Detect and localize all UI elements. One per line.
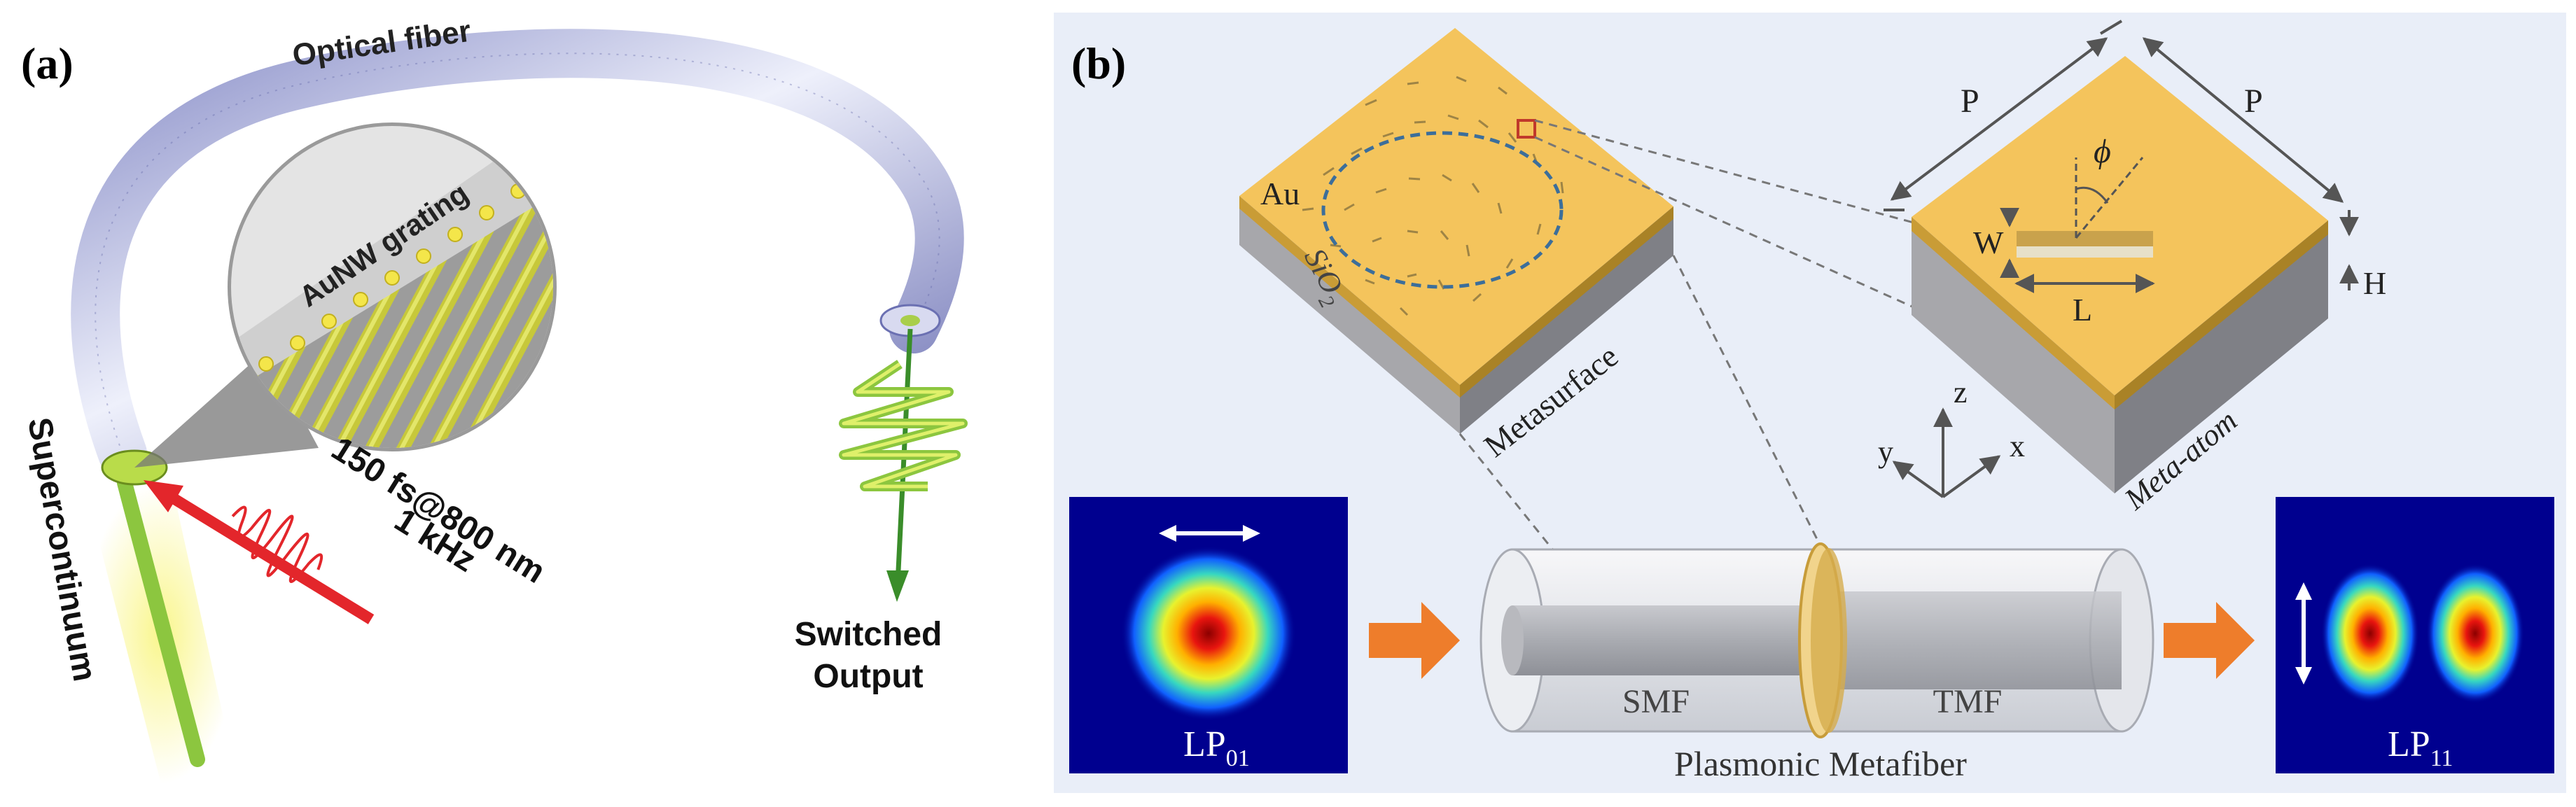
- metafiber-label: Plasmonic Metafiber: [1674, 744, 1967, 783]
- focal-circle: [1321, 131, 1564, 289]
- phi-label: ϕ: [2094, 133, 2111, 170]
- supercontinuum-label: Supercontinuum: [20, 415, 103, 685]
- input-mode-profile: LP01: [1069, 497, 1348, 773]
- smf-core: [1512, 605, 1806, 675]
- unit-cell-marker: [1517, 119, 1536, 139]
- smf-label: SMF: [1622, 683, 1690, 720]
- tmf-label: TMF: [1933, 683, 2003, 720]
- svg-text:LP01: LP01: [1183, 724, 1250, 771]
- switched-output-label-2: Output: [813, 658, 923, 695]
- nanorod-side: [2017, 246, 2153, 258]
- input-pulse-label-1: 150 fs@800 nm: [325, 430, 551, 591]
- optical-fiber: [71, 29, 964, 478]
- input-mode-label: LP: [1183, 724, 1226, 764]
- grating-magnifier: AuNW grating: [228, 122, 557, 451]
- axis-y-label: y: [1878, 435, 1893, 469]
- coordinate-axes: [1892, 407, 2001, 498]
- input-pulse: [144, 480, 375, 624]
- output-mode-label: LP: [2388, 724, 2430, 764]
- panel-b: (b): [1054, 13, 2566, 793]
- switched-output-label-1: Switched: [795, 616, 942, 653]
- panel-a: (a) Optical fiber AuN: [20, 14, 968, 784]
- output-arrow: [2164, 602, 2255, 679]
- switched-output-pulse: [839, 328, 968, 602]
- panel-a-tag: (a): [21, 38, 74, 88]
- dimension-lines: [1884, 20, 2359, 293]
- input-arrow: [1369, 602, 1460, 679]
- input-mode-subscript: 01: [1226, 745, 1250, 771]
- axis-x-label: x: [2010, 429, 2025, 463]
- tmf-core: [1834, 591, 2122, 689]
- metasurface-slab: [1239, 28, 1673, 434]
- output-mode-subscript: 11: [2430, 745, 2453, 771]
- plasmonic-metafiber: [1480, 542, 2154, 738]
- supercontinuum-beam: [117, 475, 205, 767]
- au-label: Au: [1260, 176, 1300, 211]
- panel-b-tag: (b): [1071, 38, 1126, 88]
- output-mode-profile: LP11: [2276, 497, 2554, 773]
- length-label: L: [2073, 292, 2092, 328]
- height-label: H: [2363, 265, 2386, 301]
- period-label-right: P: [2244, 83, 2263, 120]
- axis-z-label: z: [1954, 375, 1968, 409]
- width-label: W: [1973, 225, 2004, 260]
- svg-text:LP11: LP11: [2388, 724, 2453, 771]
- period-label-left: P: [1961, 83, 1979, 120]
- nanowire-dots: [258, 183, 526, 372]
- nanorod-top: [2017, 231, 2153, 246]
